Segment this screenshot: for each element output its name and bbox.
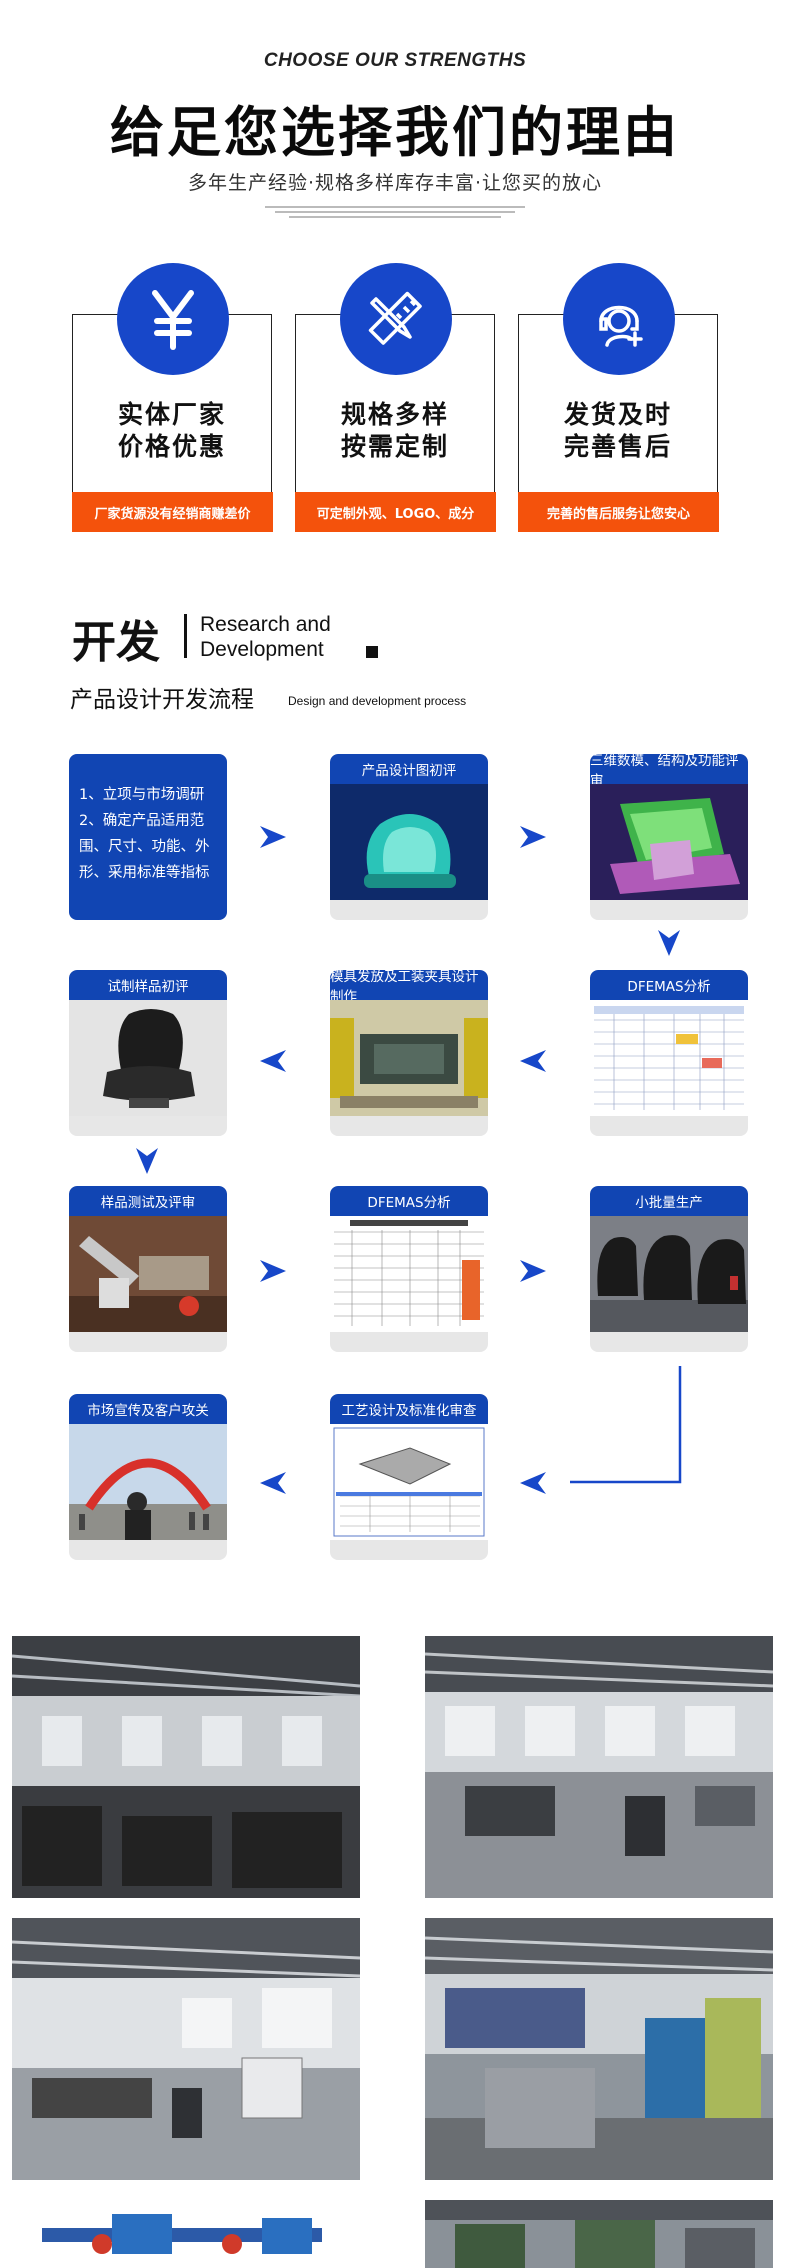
arrow-left-icon [260, 1050, 286, 1072]
development-title-en: Research and Development [200, 612, 331, 662]
factory-photo-machines [425, 1918, 773, 2180]
development-title-cn: 开发 [72, 617, 160, 668]
arrow-right-icon [260, 826, 286, 848]
factory-photo-hall [12, 1918, 360, 2180]
intro-line: 围、尺寸、功能、外 [79, 839, 210, 855]
customer-service-icon [563, 263, 675, 375]
process-step-mold-design: 模具发放及工装夹具设计制作 [330, 970, 488, 1136]
arrow-right-icon [520, 826, 546, 848]
factory-photo-equipment [12, 2200, 360, 2268]
card-title-line2: 按需定制 [340, 432, 449, 461]
process-step-marketing: 市场宣传及客户攻关 [69, 1394, 227, 1560]
marketing-event-image [69, 1424, 227, 1540]
arrow-right-icon [260, 1260, 286, 1282]
development-square-marker [366, 646, 378, 658]
factory-photo-presses [425, 2200, 773, 2268]
header-decorative-lines [0, 206, 790, 224]
step-label: 产品设计图初评 [330, 754, 488, 784]
development-divider [184, 614, 187, 658]
process-drawing-image [330, 1424, 488, 1540]
card-title-line1: 实体厂家 [117, 400, 226, 429]
arrow-down-icon [136, 1148, 158, 1174]
step-label: 工艺设计及标准化审查 [330, 1394, 488, 1424]
card-title-line2: 完善售后 [563, 432, 672, 461]
ruler-pencil-icon [340, 263, 452, 375]
intro-line: 1、立项与市场调研 [79, 787, 205, 803]
process-step-dfemas-1: DFEMAS分析 [590, 970, 748, 1136]
development-subtitle-cn: 产品设计开发流程 [70, 687, 254, 713]
process-step-sample-review: 试制样品初评 [69, 970, 227, 1136]
process-step-sample-test: 样品测试及评审 [69, 1186, 227, 1352]
card-title-line1: 规格多样 [340, 400, 449, 429]
header-title-cn: 给足您选择我们的理由 [110, 101, 680, 164]
step-label: 模具发放及工装夹具设计制作 [330, 970, 488, 1005]
development-title-en-line2: Development [200, 638, 324, 661]
step-label: 市场宣传及客户攻关 [69, 1394, 227, 1424]
spreadsheet-image [590, 1000, 748, 1116]
connector-line [570, 1366, 682, 1484]
process-step-intro: 1、立项与市场调研 2、确定产品适用范 围、尺寸、功能、外 形、采用标准等指标 [69, 754, 227, 920]
black-seat-image [69, 1000, 227, 1116]
arrow-left-icon [520, 1050, 546, 1072]
seat-render-image [330, 784, 488, 900]
arrow-left-icon [260, 1472, 286, 1494]
step-label: 试制样品初评 [69, 970, 227, 1000]
process-step-small-batch: 小批量生产 [590, 1186, 748, 1352]
intro-line: 形、采用标准等指标 [79, 865, 210, 881]
process-intro-text: 1、立项与市场调研 2、确定产品适用范 围、尺寸、功能、外 形、采用标准等指标 [79, 782, 221, 886]
arrow-down-icon [658, 930, 680, 956]
step-label: 样品测试及评审 [69, 1186, 227, 1216]
arrow-right-icon [520, 1260, 546, 1282]
process-step-design-review: 产品设计图初评 [330, 754, 488, 920]
step-label: DFEMAS分析 [330, 1186, 488, 1216]
card-bar-text: 完善的售后服务让您安心 [518, 492, 719, 532]
process-step-3d-review: 三维数模、结构及功能评审 [590, 754, 748, 920]
test-rig-image [69, 1216, 227, 1332]
header-subtitle: 多年生产经验·规格多样库存丰富·让您买的放心 [187, 172, 603, 194]
yuan-icon [117, 263, 229, 375]
development-subtitle-en: Design and development process [288, 694, 467, 708]
feature-card-service: 发货及时 完善售后 完善的售后服务让您安心 [518, 263, 719, 532]
feature-card-factory: 实体厂家 价格优惠 厂家货源没有经销商赚差价 [72, 263, 273, 532]
step-label: DFEMAS分析 [590, 970, 748, 1000]
spreadsheet-image [330, 1216, 488, 1332]
mold-fixture-image [330, 1000, 488, 1116]
card-title-line1: 发货及时 [563, 400, 672, 429]
cad-model-image [590, 784, 748, 900]
seats-row-image [590, 1216, 748, 1332]
step-label: 三维数模、结构及功能评审 [590, 754, 748, 789]
process-step-process-design: 工艺设计及标准化审查 [330, 1394, 488, 1560]
development-title-en-line1: Research and [200, 613, 331, 636]
header-title-en: CHOOSE OUR STRENGTHS [263, 50, 527, 71]
intro-line: 2、确定产品适用范 [79, 813, 205, 829]
card-bar-text: 厂家货源没有经销商赚差价 [72, 492, 273, 532]
feature-card-specs: 规格多样 按需定制 可定制外观、LOGO、成分 [295, 263, 496, 532]
step-label: 小批量生产 [590, 1186, 748, 1216]
factory-photo-warehouse [12, 1636, 360, 1898]
card-bar-text: 可定制外观、LOGO、成分 [295, 492, 496, 532]
card-title-line2: 价格优惠 [117, 432, 226, 461]
arrow-left-icon [520, 1472, 546, 1494]
process-step-dfemas-2: DFEMAS分析 [330, 1186, 488, 1352]
factory-photo-workshop [425, 1636, 773, 1898]
